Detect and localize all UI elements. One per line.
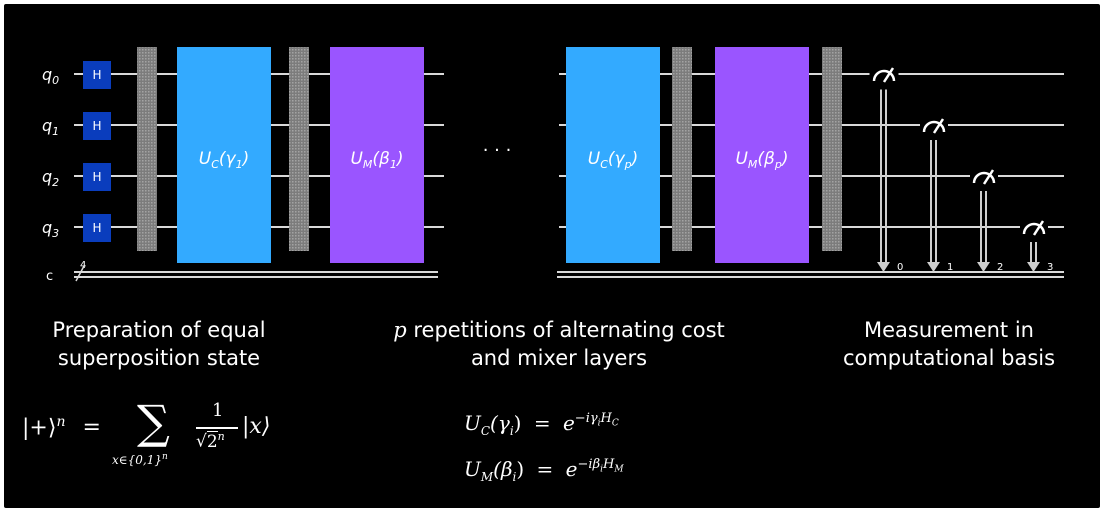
- caption-repetitions-text: repetitions of alternating cost: [406, 318, 725, 342]
- quantum-circuit: q0 q1 q2 q3 c 4 H H H H UC(γ1): [42, 47, 1064, 284]
- svg-text:H: H: [92, 68, 101, 82]
- caption-p-symbol: p: [393, 318, 407, 342]
- svg-text:UM(β1): UM(β1): [350, 149, 403, 171]
- mixer-operator-formula: UM(βi) = e−iβiHM: [464, 457, 624, 484]
- classical-width: 4: [80, 260, 86, 271]
- qubit-label-1: q1: [42, 116, 59, 138]
- measure-gate-2: 2: [970, 163, 1003, 273]
- caption-measurement: Measurement in computational basis: [824, 316, 1074, 372]
- cost-gate-1: UC(γ1): [177, 47, 271, 263]
- barrier-2: [289, 47, 309, 251]
- barrier-1: [137, 47, 157, 251]
- barrier-4: [822, 47, 842, 251]
- hadamard-gate-3: H: [83, 214, 111, 242]
- caption-measurement-line-2: computational basis: [842, 346, 1056, 370]
- hadamard-gate-1: H: [83, 112, 111, 140]
- sum-symbol: ∑: [137, 395, 170, 449]
- measure-gate-3: 3: [1020, 214, 1053, 273]
- classical-wire: [74, 265, 1064, 282]
- svg-text:3: 3: [1047, 262, 1053, 273]
- qaoa-diagram-panel: q0 q1 q2 q3 c 4 H H H H UC(γ1): [4, 4, 1100, 508]
- qubit-label-2: q2: [42, 167, 59, 189]
- caption-preparation-line-1: Preparation of equal: [52, 318, 266, 342]
- sum-index: x∈{0,1}n: [112, 452, 168, 467]
- mixer-gate-1: UM(β1): [330, 47, 424, 263]
- caption-repetitions: p repetitions of alternating cost and mi…: [364, 316, 754, 372]
- svg-text:UC(γp): UC(γp): [588, 149, 638, 171]
- svg-text:H: H: [92, 119, 101, 133]
- svg-text:1: 1: [947, 262, 953, 273]
- qubit-label-0: q0: [42, 65, 59, 87]
- svg-text:UC(γ1): UC(γ1): [199, 149, 249, 171]
- measure-gate-1: 1: [920, 112, 953, 273]
- barrier-3: [672, 47, 692, 251]
- measure-gate-0: 0: [869, 60, 903, 273]
- repetition-ellipsis: · · ·: [483, 140, 512, 161]
- caption-measurement-line-1: Measurement in: [864, 318, 1034, 342]
- caption-repetitions-line-1: p repetitions of alternating cost: [364, 316, 754, 344]
- hadamard-gate-2: H: [83, 163, 111, 191]
- svg-text:H: H: [92, 221, 101, 235]
- caption-preparation-line-2: superposition state: [57, 346, 261, 370]
- svg-text:UM(βp): UM(βp): [735, 149, 788, 171]
- cost-gate-p: UC(γp): [566, 47, 660, 263]
- classical-label: c: [46, 269, 53, 284]
- svg-text:0: 0: [897, 262, 903, 273]
- mixer-gate-p: UM(βp): [715, 47, 809, 263]
- fraction-bar: [196, 427, 238, 429]
- svg-text:H: H: [92, 170, 101, 184]
- hadamard-gate-0: H: [83, 61, 111, 89]
- fraction-denominator: √2n: [196, 430, 225, 452]
- fraction-numerator: 1: [212, 400, 224, 421]
- formula-lhs: |+⟩n =: [22, 414, 101, 441]
- caption-preparation: Preparation of equal superposition state: [24, 316, 294, 372]
- qubit-label-3: q3: [42, 218, 59, 240]
- caption-repetitions-line-2: and mixer layers: [470, 346, 648, 370]
- ket-x: |x⟩: [242, 414, 271, 439]
- svg-text:2: 2: [997, 262, 1003, 273]
- cost-operator-formula: UC(γi) = e−iγiHC: [464, 411, 619, 438]
